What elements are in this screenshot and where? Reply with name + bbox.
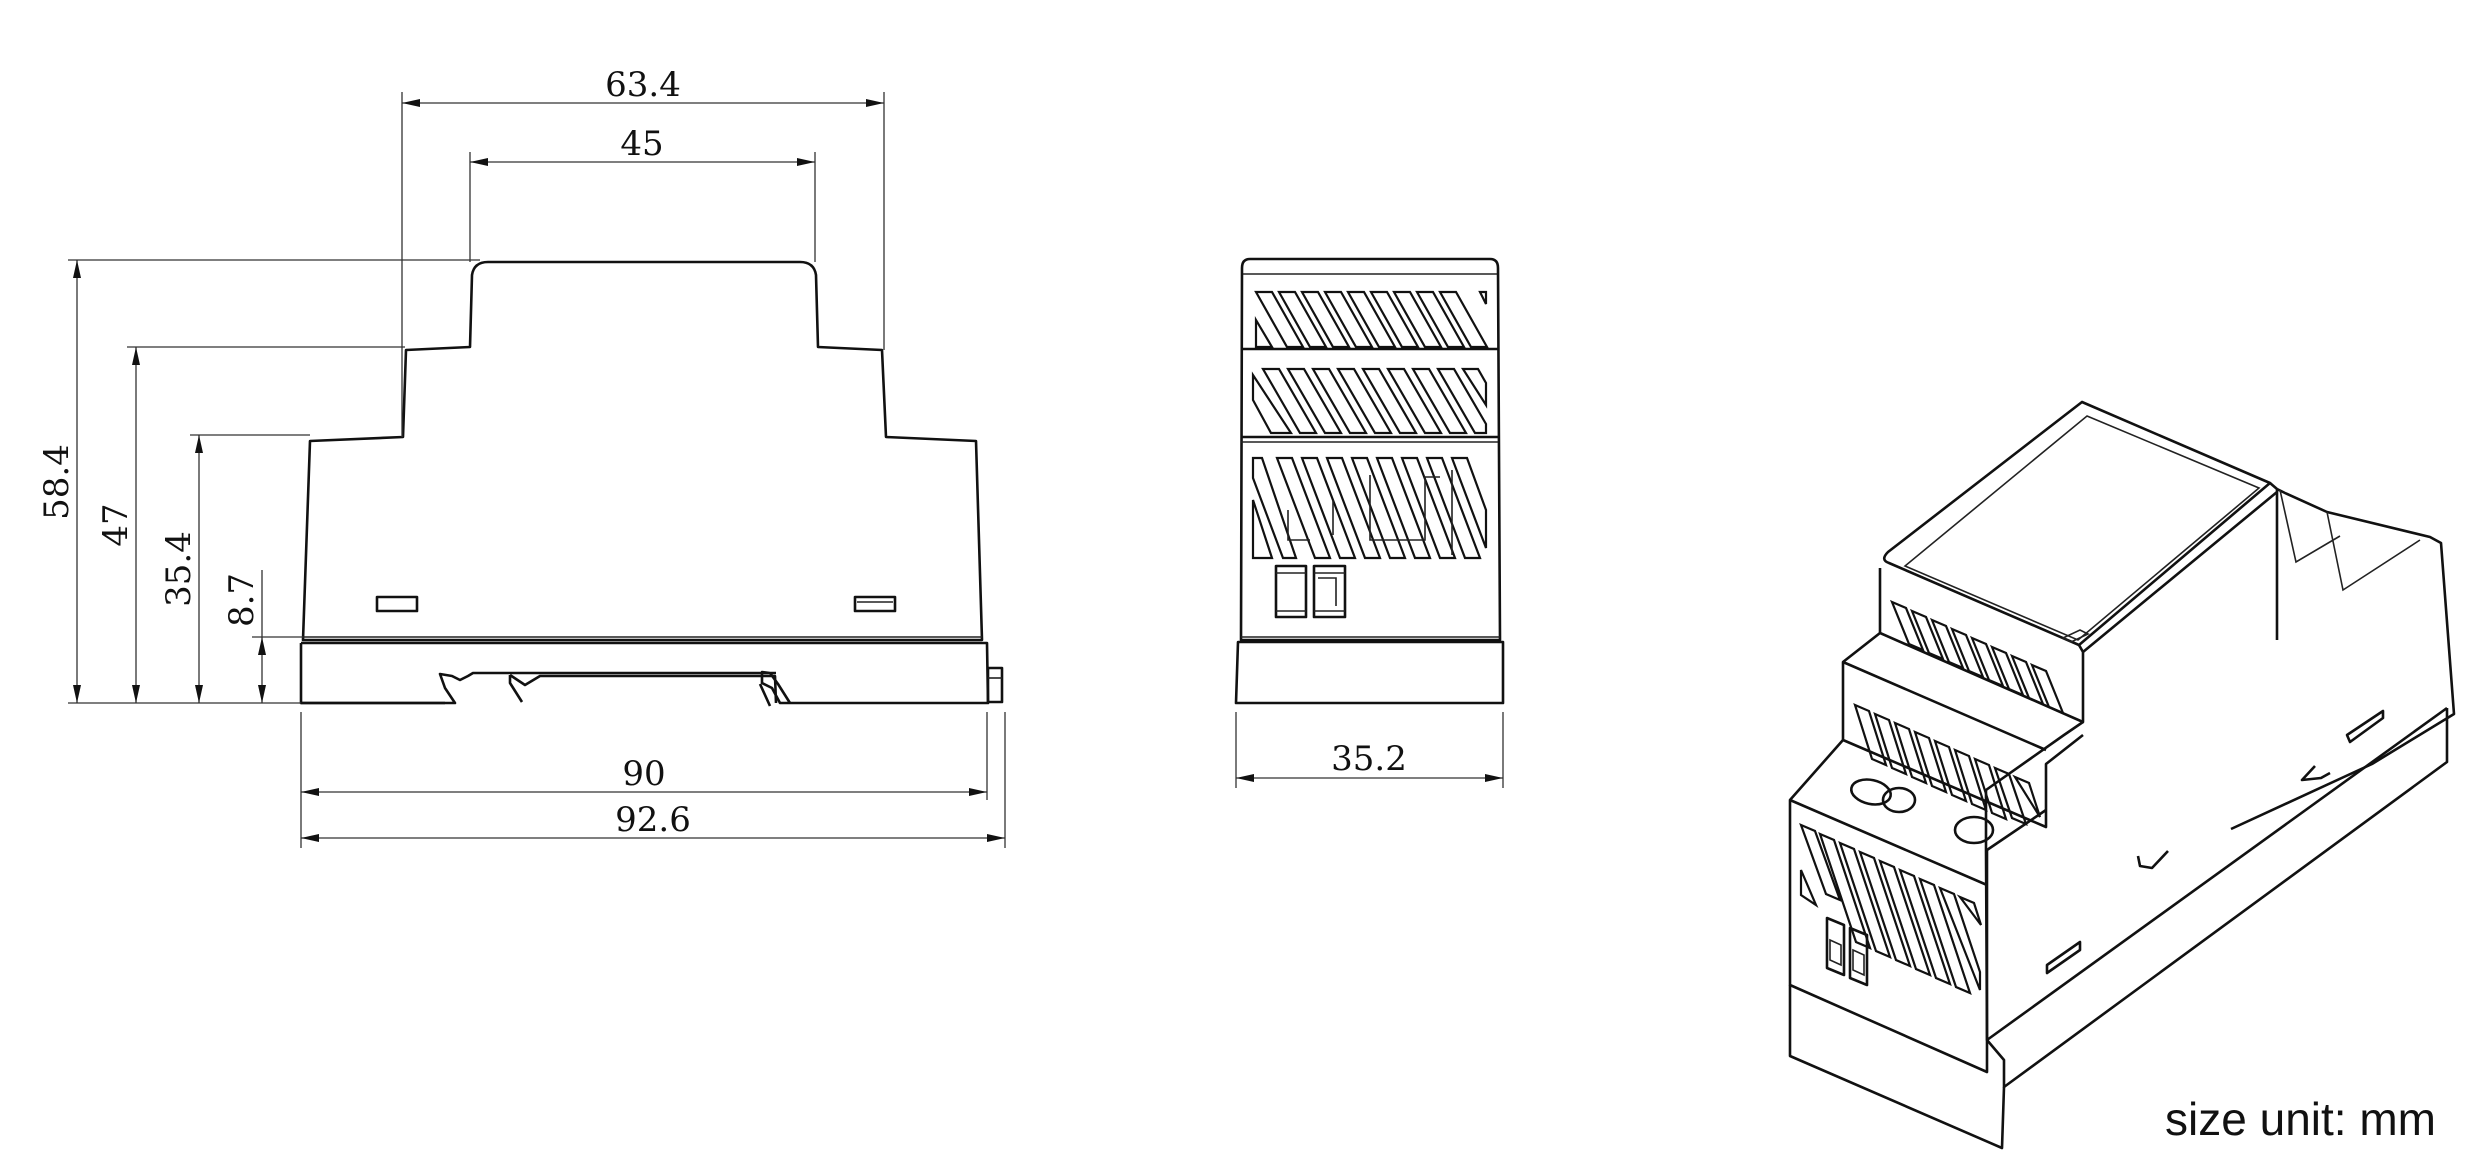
dim-47: 47 [96, 503, 136, 546]
side-view [299, 260, 1004, 707]
iso-slot-front [2045, 940, 2082, 975]
side-view-base [299, 641, 990, 705]
dim-8-7: 8.7 [222, 573, 262, 627]
isometric-view [1788, 400, 2456, 1150]
dim-35-2: 35.2 [1331, 739, 1407, 779]
iso-slot-rear [2345, 709, 2385, 744]
iso-top-face [1882, 400, 2272, 647]
vent-band-top [1254, 290, 1489, 349]
iso-screw-hole-1b [1881, 786, 1917, 814]
terminal-1 [1274, 564, 1308, 619]
release-latch [986, 666, 1004, 704]
front-view [1234, 257, 1505, 705]
din-rail-notch [508, 673, 778, 707]
size-unit-note: size unit: mm [2165, 1093, 2436, 1145]
dim-92-6: 92.6 [615, 800, 691, 840]
side-view-body-outline [301, 260, 984, 642]
side-view-dimensions: 63.4 45 58.4 47 35.4 8.7 [37, 65, 1006, 848]
iso-din-notch [2136, 765, 2331, 870]
iso-screw-hole-2 [1953, 815, 1995, 845]
front-view-dimensions: 35.2 [1235, 712, 1504, 788]
iso-terminal-block [1825, 916, 1869, 987]
vent-band-middle [1251, 367, 1488, 435]
dim-45: 45 [620, 124, 663, 164]
dim-63-4: 63.4 [605, 65, 681, 105]
iso-middle-band [1841, 631, 2084, 829]
iso-lower-block [1788, 739, 2047, 1074]
dim-90: 90 [622, 754, 665, 794]
dim-35-4: 35.4 [159, 531, 199, 607]
iso-base [1788, 985, 2006, 1150]
side-slot-right [853, 595, 897, 613]
iso-vents [1799, 599, 2066, 995]
front-view-base [1234, 640, 1505, 705]
iso-screw-hole-1 [1849, 778, 1893, 806]
vent-band-lower [1251, 456, 1488, 560]
terminal-block [1274, 564, 1347, 619]
side-slot-left [375, 595, 419, 613]
terminal-2 [1312, 564, 1347, 619]
front-view-outline [1239, 257, 1502, 642]
dim-58-4: 58.4 [37, 444, 77, 520]
